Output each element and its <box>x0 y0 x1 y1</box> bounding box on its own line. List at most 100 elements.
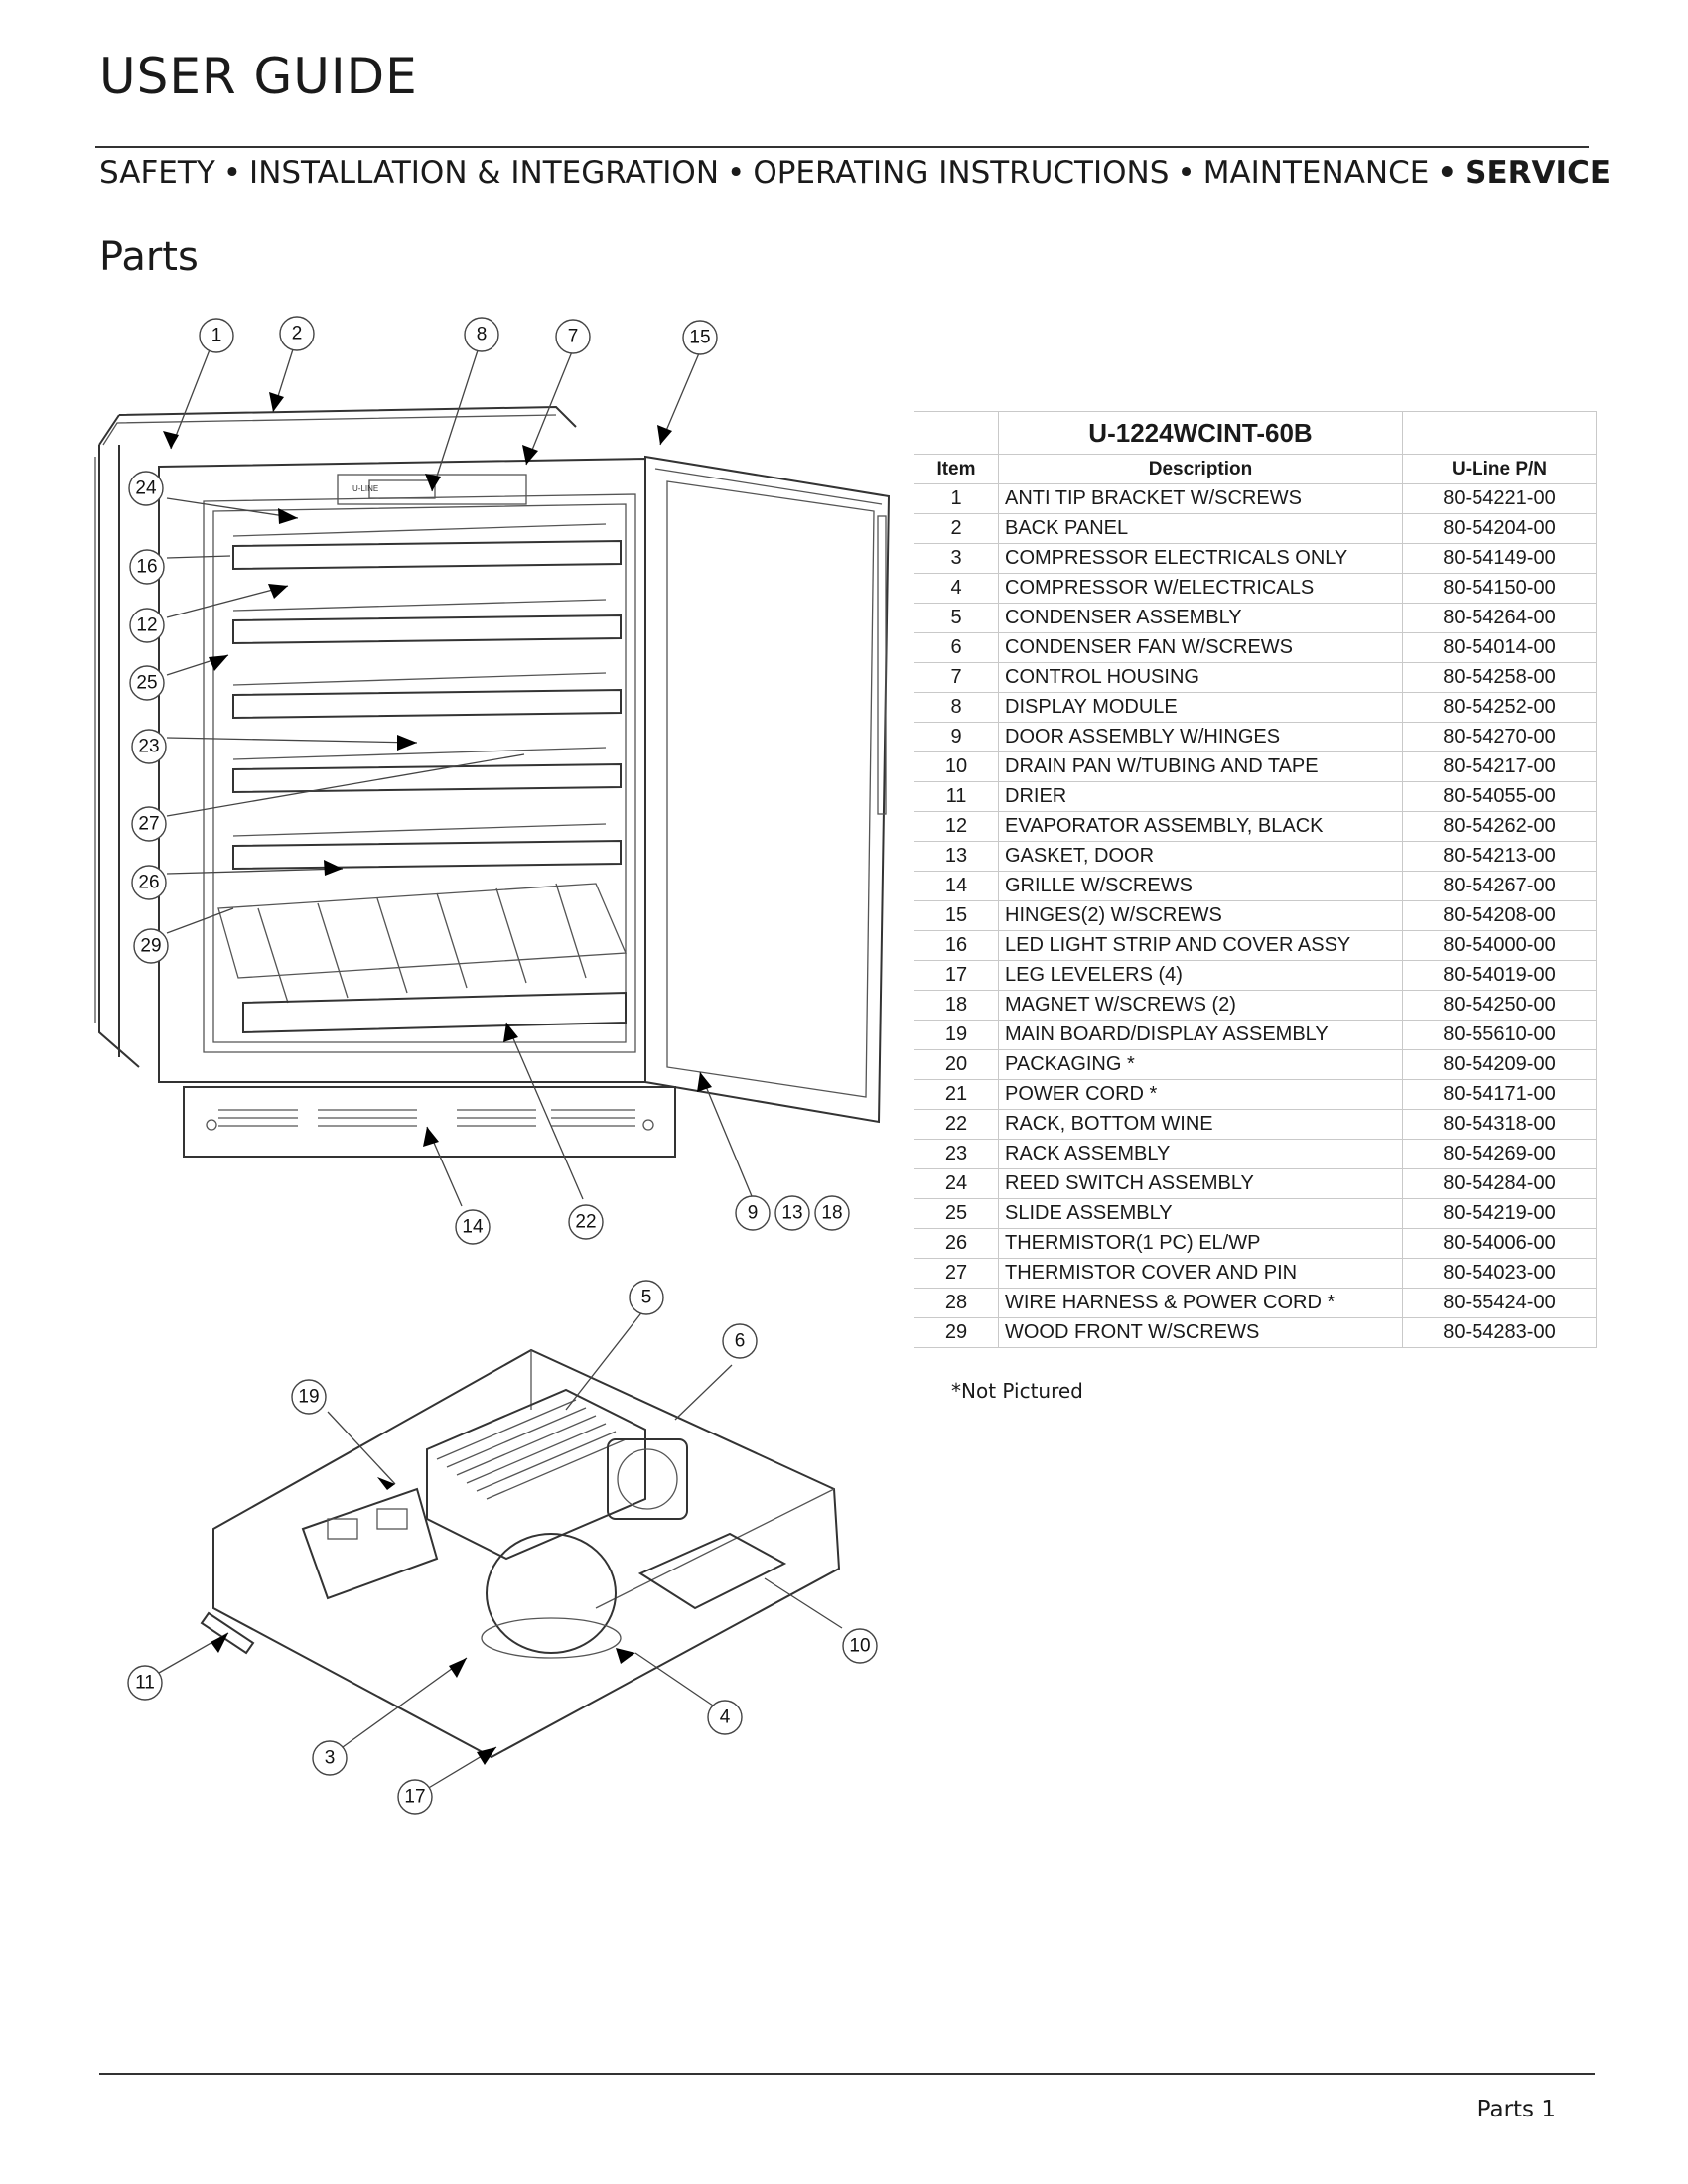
part-number: 80-54258-00 <box>1402 662 1597 693</box>
callout-25: 25 <box>129 665 165 701</box>
part-number: 80-54264-00 <box>1402 603 1597 633</box>
nav-item-safety: SAFETY <box>99 155 215 191</box>
callout-8: 8 <box>464 317 499 352</box>
item-number: 28 <box>914 1288 999 1318</box>
part-description: CONTROL HOUSING <box>998 662 1403 693</box>
item-number: 15 <box>914 900 999 931</box>
item-number: 22 <box>914 1109 999 1140</box>
callout-18: 18 <box>814 1195 850 1231</box>
parts-table: U-1224WCINT-60B Item Description U-Line … <box>914 411 1597 1348</box>
callout-17: 17 <box>397 1779 433 1815</box>
page-number: Parts 1 <box>1477 2097 1556 2122</box>
part-description: MAGNET W/SCREWS (2) <box>998 990 1403 1021</box>
item-number: 25 <box>914 1198 999 1229</box>
part-number: 80-54204-00 <box>1402 513 1597 544</box>
item-number: 27 <box>914 1258 999 1289</box>
callout-4: 4 <box>707 1700 743 1735</box>
item-number: 17 <box>914 960 999 991</box>
svg-text:17: 17 <box>404 1787 425 1808</box>
header-divider <box>95 146 1589 148</box>
callout-24: 24 <box>128 471 164 506</box>
callout-12: 12 <box>129 608 165 643</box>
part-number: 80-54000-00 <box>1402 930 1597 961</box>
part-description: LEG LEVELERS (4) <box>998 960 1403 991</box>
part-number: 80-54270-00 <box>1402 722 1597 752</box>
svg-text:23: 23 <box>138 737 159 757</box>
shelves <box>232 523 622 871</box>
callout-5: 5 <box>629 1280 664 1315</box>
part-description: CONDENSER FAN W/SCREWS <box>998 632 1403 663</box>
page-title: USER GUIDE <box>99 48 418 105</box>
footnote: *Not Pictured <box>951 1379 1083 1403</box>
part-number: 80-54149-00 <box>1402 543 1597 574</box>
part-description: SLIDE ASSEMBLY <box>998 1198 1403 1229</box>
part-description: REED SWITCH ASSEMBLY <box>998 1168 1403 1199</box>
part-number: 80-54252-00 <box>1402 692 1597 723</box>
part-number: 80-54055-00 <box>1402 781 1597 812</box>
part-description: COMPRESSOR W/ELECTRICALS <box>998 573 1403 604</box>
svg-text:4: 4 <box>720 1707 731 1728</box>
leader-lines <box>158 346 843 1793</box>
item-number: 13 <box>914 841 999 872</box>
svg-text:9: 9 <box>748 1203 759 1224</box>
item-number: 23 <box>914 1139 999 1169</box>
part-description: DISPLAY MODULE <box>998 692 1403 723</box>
svg-text:19: 19 <box>298 1387 319 1408</box>
part-number: 80-54217-00 <box>1402 751 1597 782</box>
svg-text:13: 13 <box>781 1203 802 1224</box>
part-number: 80-54221-00 <box>1402 483 1597 514</box>
item-number: 6 <box>914 632 999 663</box>
svg-text:22: 22 <box>575 1212 596 1233</box>
item-number: 24 <box>914 1168 999 1199</box>
part-description: RACK ASSEMBLY <box>998 1139 1403 1169</box>
svg-text:12: 12 <box>136 615 157 636</box>
nav-item-operating: OPERATING INSTRUCTIONS <box>753 155 1170 191</box>
callout-14: 14 <box>455 1209 491 1245</box>
svg-text:29: 29 <box>140 936 161 957</box>
part-description: DOOR ASSEMBLY W/HINGES <box>998 722 1403 752</box>
item-number: 16 <box>914 930 999 961</box>
part-description: THERMISTOR COVER AND PIN <box>998 1258 1403 1289</box>
part-number: 80-54219-00 <box>1402 1198 1597 1229</box>
footer-divider <box>99 2073 1595 2075</box>
callout-27: 27 <box>131 806 167 842</box>
part-number: 80-54171-00 <box>1402 1079 1597 1110</box>
callout-3: 3 <box>312 1740 348 1776</box>
item-number: 8 <box>914 692 999 723</box>
part-description: LED LIGHT STRIP AND COVER ASSY <box>998 930 1403 961</box>
arrowheads <box>163 392 712 1765</box>
callout-23: 23 <box>131 729 167 764</box>
column-header-item: Item <box>914 454 999 484</box>
item-number: 19 <box>914 1020 999 1050</box>
item-number: 12 <box>914 811 999 842</box>
callout-22: 22 <box>568 1204 604 1240</box>
part-description: DRAIN PAN W/TUBING AND TAPE <box>998 751 1403 782</box>
callout-11: 11 <box>127 1665 163 1701</box>
door <box>644 455 891 1124</box>
nav-item-maintenance: MAINTENANCE <box>1202 155 1430 191</box>
callout-16: 16 <box>129 549 165 585</box>
svg-text:16: 16 <box>136 557 157 578</box>
part-number: 80-54267-00 <box>1402 871 1597 901</box>
part-number: 80-54283-00 <box>1402 1317 1597 1348</box>
cabinet-drawing: U-LINE <box>94 405 891 1158</box>
item-number: 7 <box>914 662 999 693</box>
grille <box>183 1086 676 1158</box>
section-nav: SAFETY•INSTALLATION & INTEGRATION•OPERAT… <box>99 155 1611 191</box>
part-number: 80-54250-00 <box>1402 990 1597 1021</box>
